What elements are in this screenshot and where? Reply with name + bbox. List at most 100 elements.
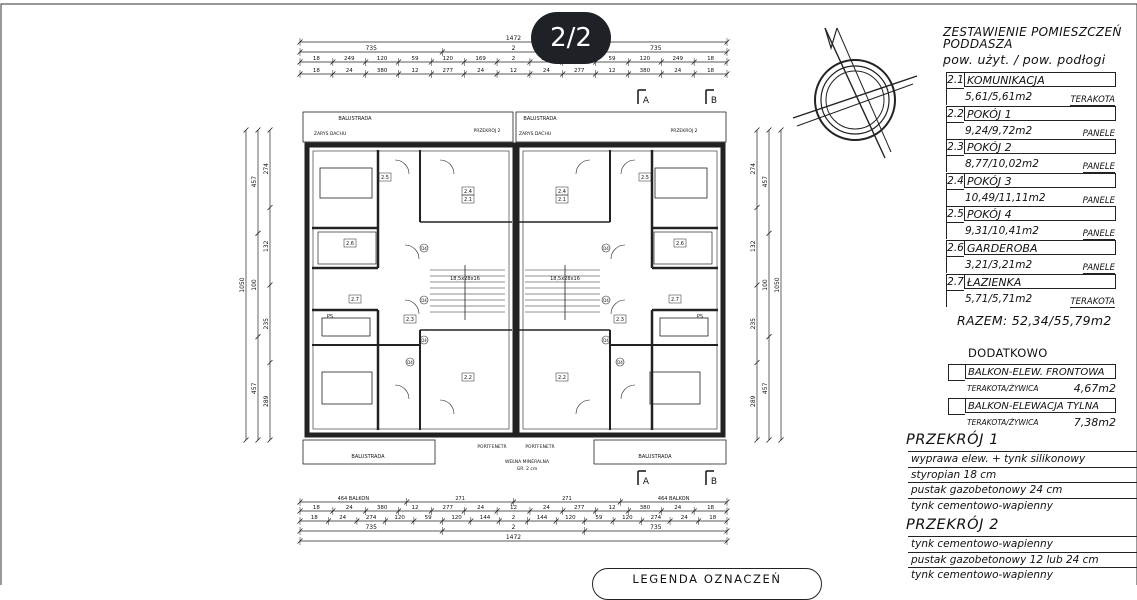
dimension-tick (267, 437, 273, 443)
dimension-tick (754, 437, 760, 443)
dimension-label: 2 (512, 515, 516, 521)
dimension-label: 2 (512, 56, 516, 62)
room-tag (461, 194, 475, 204)
section-marker-label: A (643, 96, 650, 106)
dimension-label: 18 (311, 515, 318, 521)
dimension-label: 235 (750, 318, 757, 330)
additional-finish: TERAKOTA/ŻYWICA (967, 418, 1039, 427)
room-schedule-title: ZESTAWIENIE POMIESZCZEŃ (943, 25, 1122, 39)
door-swing-icon (620, 159, 636, 175)
dimension-label: 12 (411, 68, 418, 74)
dimension-label: 274 (263, 163, 270, 175)
door-swing-icon (610, 244, 626, 260)
dimension-label: 24 (674, 505, 681, 511)
door-tag-label: D4 (603, 246, 609, 251)
room-schedule-subtitle: pow. użyt. / pow. podłogi (943, 52, 1106, 67)
dimension-label: 735 (365, 524, 377, 531)
dimension-label: 24 (346, 505, 353, 511)
dimension-label: 277 (574, 505, 585, 511)
room-tag (555, 372, 569, 382)
door-swing-icon (575, 159, 591, 175)
room-tag (668, 294, 682, 304)
section-marker-label: A (643, 477, 650, 487)
dimension-tick (754, 127, 760, 133)
layer-item: pustak gazobetonowy 12 lub 24 cm (908, 551, 1137, 568)
dimension-label: 144 (480, 515, 491, 521)
door-swing-icon (439, 159, 455, 175)
insulation-label: WEŁNA MINERALNA (505, 459, 550, 465)
room-number-label: 2.2 (464, 375, 472, 381)
dimension-tick (766, 230, 772, 237)
dimension-label: 18 (707, 68, 714, 74)
door-swing-icon (404, 244, 420, 260)
dimension-label: 457 (762, 176, 769, 188)
dimension-label: 144 (537, 515, 548, 521)
door-tag-label: D4 (617, 360, 623, 365)
dimension-label: 1472 (506, 534, 521, 541)
room-tag (348, 294, 362, 304)
door-swing-icon (394, 384, 410, 400)
room-area: 5,61/5,61m2 (965, 91, 1033, 103)
dimension-label: 2 (512, 45, 516, 52)
door-tag-label: D4 (421, 338, 427, 343)
layer-item: tynk cementowo-wapienny (908, 497, 1137, 514)
room-area: 9,24/9,72m2 (965, 124, 1033, 137)
room-name: POKÓJ 2 (964, 139, 1116, 155)
bed (649, 371, 701, 405)
roof-outline-label: ZARYS DACHU (519, 131, 551, 137)
dimension-tick (754, 359, 760, 366)
room-number-label: 2.6 (346, 241, 354, 247)
door-swing-icon (575, 399, 591, 415)
room-tag (403, 314, 417, 324)
door-tag-icon (405, 357, 415, 367)
balcony-bottom-left (302, 439, 436, 465)
dimension-tick (766, 333, 772, 340)
room-tag (378, 172, 392, 182)
additional-finish: TERAKOTA/ŻYWICA (967, 384, 1039, 393)
section-2-title: PRZEKRÓJ 2 (906, 517, 1000, 533)
stairs-label: 18,5x28x16 (550, 276, 580, 282)
dimension-label: 59 (609, 56, 616, 62)
room-number: 2.1 (946, 72, 964, 89)
door-tag-icon (601, 295, 611, 305)
dimension-label: 18 (313, 68, 320, 74)
portfenetr-label: PORTFENETR (525, 444, 554, 450)
room-tag (461, 372, 475, 382)
door-swing-icon (394, 159, 410, 175)
dimension-tick (255, 437, 261, 443)
additional-area: 7,38m2 (1073, 416, 1116, 429)
dimension-label: 18 (313, 56, 320, 62)
page-indicator-badge[interactable]: 2/2 (531, 12, 611, 64)
section-label: PRZEKRÓJ 2 (670, 127, 697, 134)
dimension-label: 59 (595, 515, 602, 521)
balustrade-label: BALUSTRADA (351, 454, 385, 460)
dimension-label: 120 (443, 56, 454, 62)
dimension-label: 735 (650, 524, 662, 531)
balcony-top-right (515, 111, 727, 143)
dimension-label: 464 BALKON (338, 496, 370, 502)
dimension-label: 18 (709, 515, 716, 521)
north-compass-icon (792, 27, 918, 159)
room-number-label: 2.1 (558, 197, 566, 203)
dimension-label: 12 (609, 505, 616, 511)
room-number-label: 2.6 (676, 241, 684, 247)
dimension-label: 120 (451, 515, 462, 521)
dimension-label: 132 (263, 240, 270, 252)
dimension-label: 380 (640, 505, 651, 511)
section-marker-label: B (711, 477, 717, 487)
room-finish: PANELE (1082, 229, 1115, 241)
room-tag (343, 238, 357, 248)
section-2-layers: tynk cementowo-wapienny pustak gazobeton… (908, 536, 1137, 583)
room-area: 5,71/5,71m2 (965, 292, 1033, 305)
layer-item: styropian 18 cm (908, 466, 1137, 483)
dimension-tick (754, 204, 760, 211)
room-number-label: 2.5 (641, 175, 649, 181)
room-name: ŁAZIENKA (964, 273, 1116, 289)
room-number-label: 2.7 (351, 297, 359, 303)
dimension-tick (255, 230, 261, 237)
dimension-label: 18 (313, 505, 320, 511)
